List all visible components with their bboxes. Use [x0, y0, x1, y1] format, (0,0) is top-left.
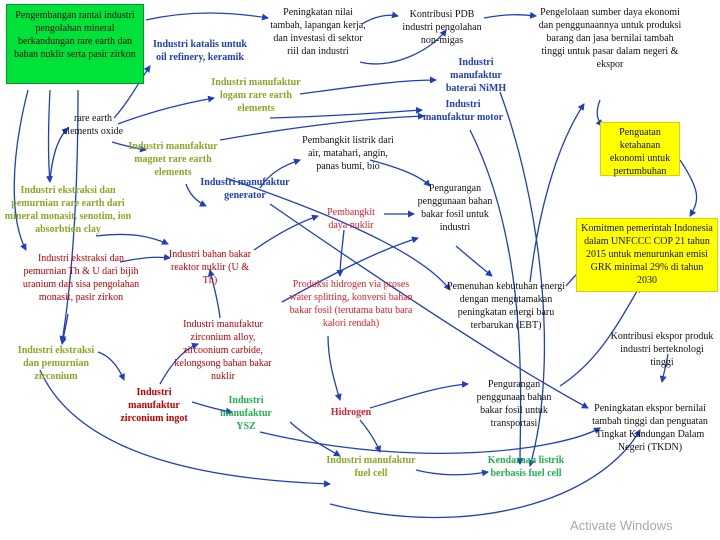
node-ekstraksi-th: Industri ekstraksi dan pemurnian Th & U …: [22, 253, 140, 303]
node-kendaraan-listrik: Kendaraan listrik berbasis fuel cell: [487, 455, 565, 479]
arrow-baterai-kendaraan: [499, 91, 546, 467]
arrow-pengurangantransport-komitmen: [559, 285, 641, 387]
node-peningkatan-nilai: Peningkatan nilai tambah, lapangan kerja…: [270, 7, 366, 57]
arrow-ekstraksith-bahanbakar: [119, 253, 171, 263]
node-ysz: Industri manufaktur YSZ: [220, 395, 272, 432]
arrow-fuelcell-kendaraan: [415, 469, 489, 477]
arrow-ysz-fuelcell: [289, 421, 341, 457]
node-pembangkit-nuklir: Pembangkit daya nuklir: [327, 207, 375, 231]
arrow-kontribusiekspor-peningkatanekspor: [659, 353, 669, 383]
node-komitmen: Komitmen pemerintah Indonesia dalam UNFC…: [576, 218, 718, 292]
node-pembangkit-listrik: Pembangkit listrik dari air, matahari, a…: [302, 135, 394, 172]
arrow-peningkatan-kontribusi: [361, 11, 399, 25]
arrow-rareearth-logam: [117, 95, 215, 125]
arrow-zirconiumalloy-pengurangan: [281, 236, 419, 303]
node-kontribusi-ekspor: Kontribusi ekspor produk industri bertek…: [610, 331, 714, 368]
node-hidrogen: Hidrogen: [330, 407, 372, 418]
node-kontribusi-pdb: Kontribusi PDB industri pengolahan non-m…: [402, 9, 482, 46]
arrow-motor-kendaraan: [469, 129, 524, 465]
node-peningkatan-ekspor: Peningkatan ekspor bernilai tambah tingg…: [592, 403, 708, 453]
arrow-fuelcell-peningkatanekspor: [329, 429, 641, 519]
arrow-ekstraksire-bahanbakar: [95, 233, 169, 245]
arrow-pembangkit-pengurangan: [369, 159, 431, 187]
node-generator: Industri manufaktur generator: [200, 177, 290, 201]
arrow-ekstraksi-rareearth: [49, 127, 69, 181]
arrow-pengembangan-ekstraksi: [45, 89, 53, 183]
node-penguatan: Penguatan ketahanan ekonomi untuk pertum…: [600, 122, 680, 177]
node-pengurangan-transportasi: Pengurangan penggunaan bahan bakar fosil…: [476, 379, 552, 429]
arrow-kontribusi-pengelolaan: [483, 11, 537, 19]
arrow-penguatan-komitmen: [679, 159, 698, 217]
node-magnet-re: Industri manufaktur magnet rare earth el…: [128, 141, 218, 178]
arrow-peningkatan-kontribusi-low: [359, 29, 447, 65]
arrow-ekstraksizr-ingot: [97, 351, 125, 381]
arrow-hidrogen-fuelcell: [359, 419, 382, 453]
arrow-hidrogen-pengurangantransport: [369, 380, 469, 409]
arrow-pembangkitnuklir-produksi: [336, 229, 345, 277]
watermark: Activate Windows: [570, 518, 673, 533]
node-zirconium-alloy: Industri manufaktur zirconium alloy, zir…: [174, 319, 272, 382]
arrow-ekstraksizr-fuelcell: [39, 369, 331, 488]
arrow-logam-motor: [269, 106, 423, 119]
arrow-pengembangan-ekstraksith: [13, 89, 29, 251]
arrow-magnet-generator: [185, 183, 207, 207]
arrow-pemenuhan-pengelolaan: [529, 103, 585, 283]
node-baterai: Industri manufaktur baterai NiMH: [445, 57, 507, 94]
node-katalis: Industri katalis untuk oil refinery, ker…: [153, 39, 247, 63]
node-produksi-hidrogen: Produksi hidrogen via proses water split…: [289, 279, 413, 329]
arrow-pengembangan-ekstraksizr: [59, 89, 79, 343]
node-pengurangan-fosil: Pengurangan penggunaan bahan bakar fosil…: [417, 183, 493, 233]
arrow-ingot-ysz: [191, 401, 233, 415]
arrow-rareearth-katalis: [113, 65, 151, 119]
arrow-generator-peningkatanekspor: [269, 203, 589, 409]
arrow-rareearth-magnet: [111, 141, 147, 153]
node-rare-earth-oxide: rare earth elements oxide: [62, 113, 124, 137]
node-fuel-cell: Industri manufaktur fuel cell: [326, 455, 416, 479]
arrow-ysz-peningkatanekspor: [259, 427, 601, 454]
node-ekstraksi-zirconium: Industri ekstraksi dan pemurnian zirconi…: [17, 345, 95, 382]
arrow-produksi-hidrogen: [327, 335, 342, 401]
arrow-ingot-zirconiumalloy: [159, 342, 199, 385]
arrow-logam-baterai: [299, 76, 437, 95]
arrow-magnet-motor: [219, 112, 425, 141]
node-bahan-bakar-nuklir: Industri bahan bakar reaktor nuklir (U &…: [168, 249, 252, 286]
node-pengelolaan: Pengelolaan sumber daya ekonomi dan peng…: [538, 7, 682, 70]
node-motor: Industri manufaktur motor: [422, 99, 504, 123]
node-logam-re: Industri manufaktur logam rare earth ele…: [211, 77, 301, 114]
node-zirconium-ingot: Industri manufaktur zirconium ingot: [120, 387, 188, 424]
node-pemenuhan-energi: Pemenuhan kebutuhan energi dengan mengut…: [446, 281, 566, 331]
arrow-bahanbakar-pembangkitnuklir: [253, 214, 319, 251]
arrow-generator-pembangkit: [259, 158, 301, 189]
arrow-pengembangan-peningkatan: [145, 12, 269, 21]
arrow-pengurangan-pemenuhan: [455, 245, 493, 277]
node-pengembangan: Pengembangan rantai industri pengolahan …: [6, 4, 144, 84]
arrow-zirconiumalloy-bahanbakar: [207, 269, 221, 319]
arrow-magnet-pemenuhan: [225, 177, 451, 291]
node-ekstraksi-re: Industri ekstraksi dan pemurnian rare ea…: [4, 185, 132, 235]
